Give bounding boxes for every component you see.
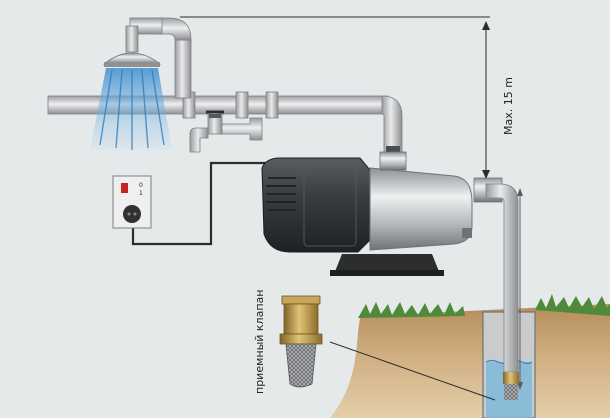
pump-icon: [261, 151, 473, 276]
foot-valve-in-well: [503, 372, 519, 400]
power-socket-icon: 0 1: [112, 175, 152, 229]
max-height-label: Max. 15 m: [502, 77, 515, 135]
foot-valve-label: приемный клапан: [253, 290, 266, 394]
switch-mark-bottom: 1: [139, 190, 143, 197]
tap-icon: [189, 110, 263, 153]
foot-valve-icon: [279, 295, 323, 388]
switch-mark-top: 0: [139, 182, 143, 189]
pointer-line: [329, 341, 496, 401]
grass: [358, 294, 610, 318]
shower-head-icon: [90, 52, 172, 150]
power-cable: [131, 161, 268, 246]
max-height-indicator: Max. 15 m: [180, 16, 515, 179]
ground: [330, 304, 610, 418]
